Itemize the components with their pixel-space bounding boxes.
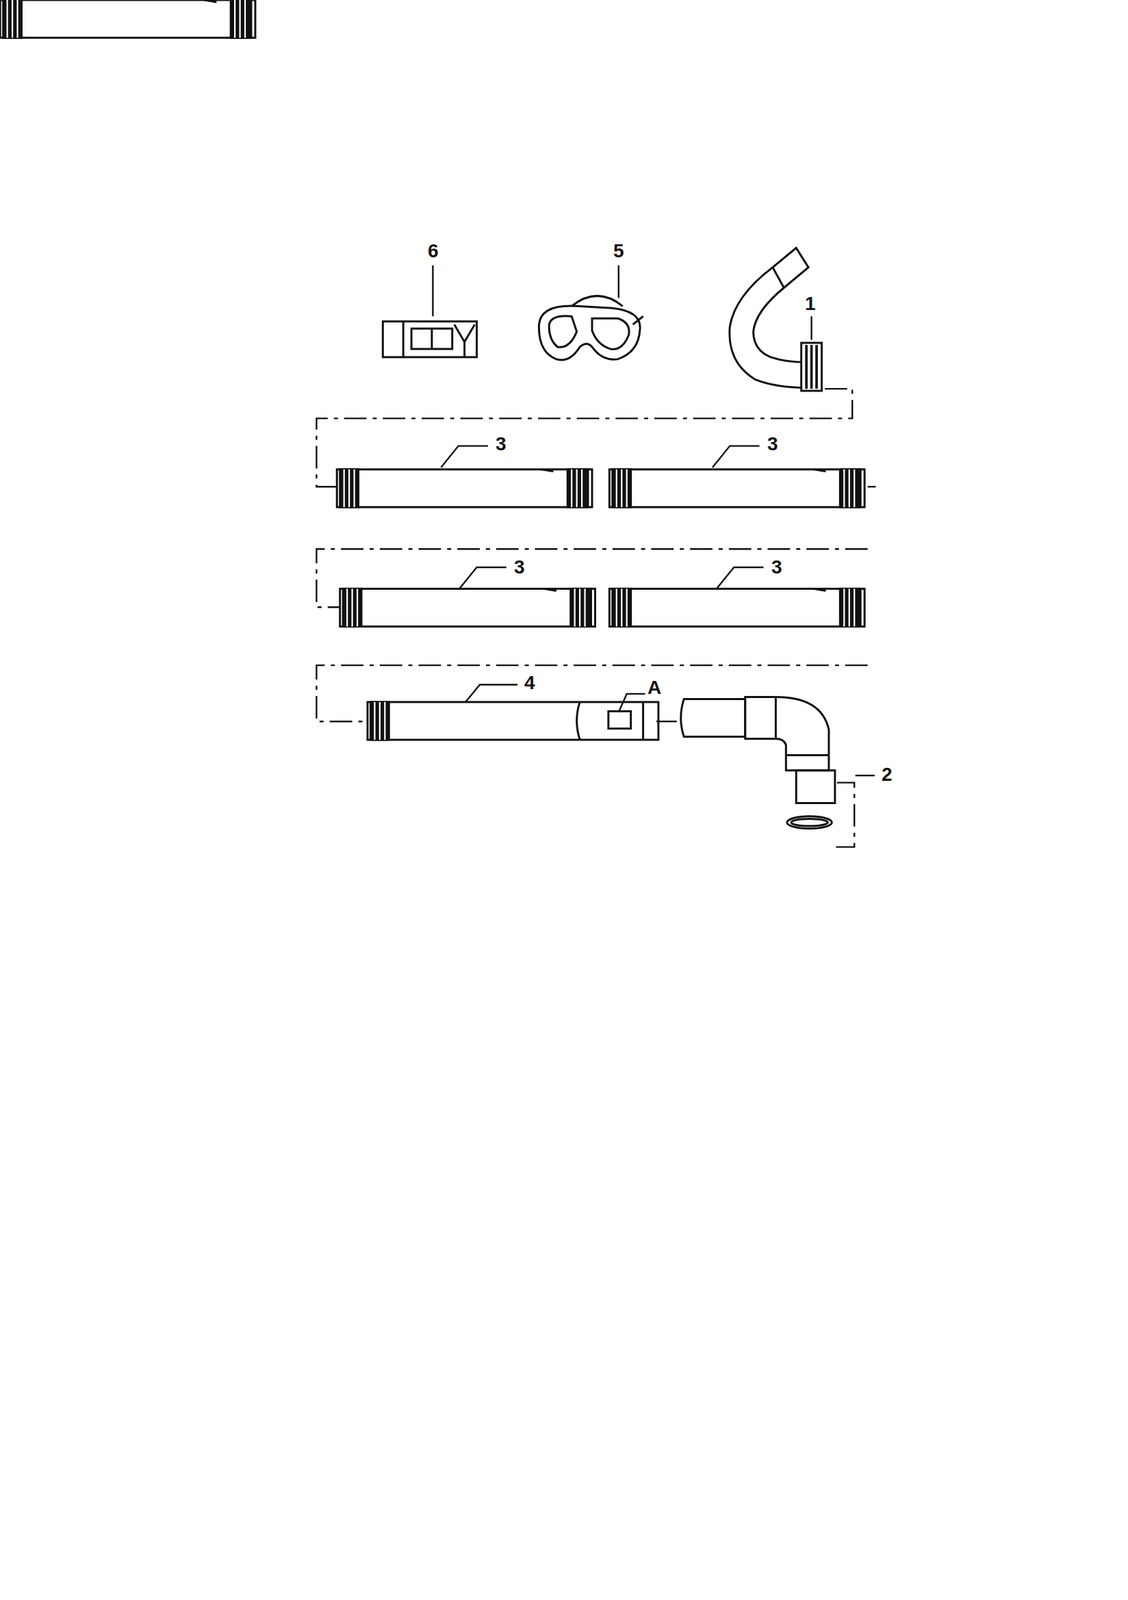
callout-number: 3 xyxy=(495,434,507,454)
end-tube xyxy=(367,700,659,741)
elbow-nozzle xyxy=(681,696,836,829)
callout-number: 4 xyxy=(524,673,536,693)
straight-tubes xyxy=(0,0,865,628)
callout-number: 3 xyxy=(514,557,525,578)
callout-number: 2 xyxy=(881,765,893,785)
callout-number: 1 xyxy=(804,294,816,314)
callout-number: 5 xyxy=(613,241,625,261)
curved-tube xyxy=(729,247,823,391)
leader-lines xyxy=(432,265,875,777)
assembly-lines xyxy=(316,388,876,847)
clip-part xyxy=(382,321,477,358)
callout-number: 3 xyxy=(767,434,779,454)
callout-number: 3 xyxy=(771,557,783,578)
callout-number: 6 xyxy=(427,241,439,261)
callout-letter: A xyxy=(647,678,662,698)
safety-goggles xyxy=(538,295,643,361)
